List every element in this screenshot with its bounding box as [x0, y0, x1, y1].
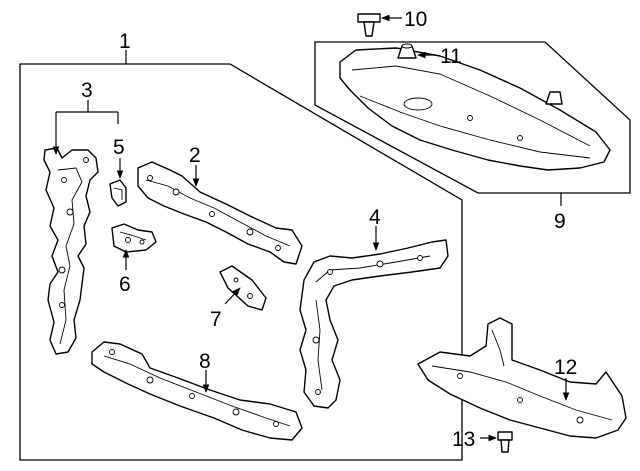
callout-2: 2 [189, 144, 201, 167]
callout-5: 5 [113, 136, 125, 159]
bracket-5 [109, 179, 127, 207]
clip-13 [497, 431, 513, 453]
callout-6: 6 [119, 273, 131, 296]
callout-8: 8 [199, 350, 211, 373]
gusset-7 [219, 265, 267, 311]
callout-7: 7 [210, 308, 222, 331]
cushion-11 [397, 43, 417, 59]
callout-10: 10 [404, 8, 427, 31]
upper-support-bar [137, 161, 303, 265]
support-assembly-frame [19, 63, 463, 461]
callout-11: 11 [440, 45, 462, 68]
lower-support [91, 341, 303, 441]
callout-3: 3 [81, 79, 93, 102]
under-cover [417, 317, 627, 439]
clip-10 [357, 13, 381, 37]
upper-cover [339, 47, 611, 171]
callout-4: 4 [369, 206, 381, 229]
side-support-left [43, 147, 99, 355]
cover-assembly-frame [314, 41, 631, 194]
callout-13: 13 [452, 428, 475, 451]
side-support-right [299, 239, 449, 409]
bracket-6 [111, 223, 157, 253]
callout-9: 9 [554, 210, 566, 233]
leader-lines [52, 14, 570, 442]
callout-12: 12 [554, 356, 577, 379]
callout-1: 1 [119, 30, 131, 53]
